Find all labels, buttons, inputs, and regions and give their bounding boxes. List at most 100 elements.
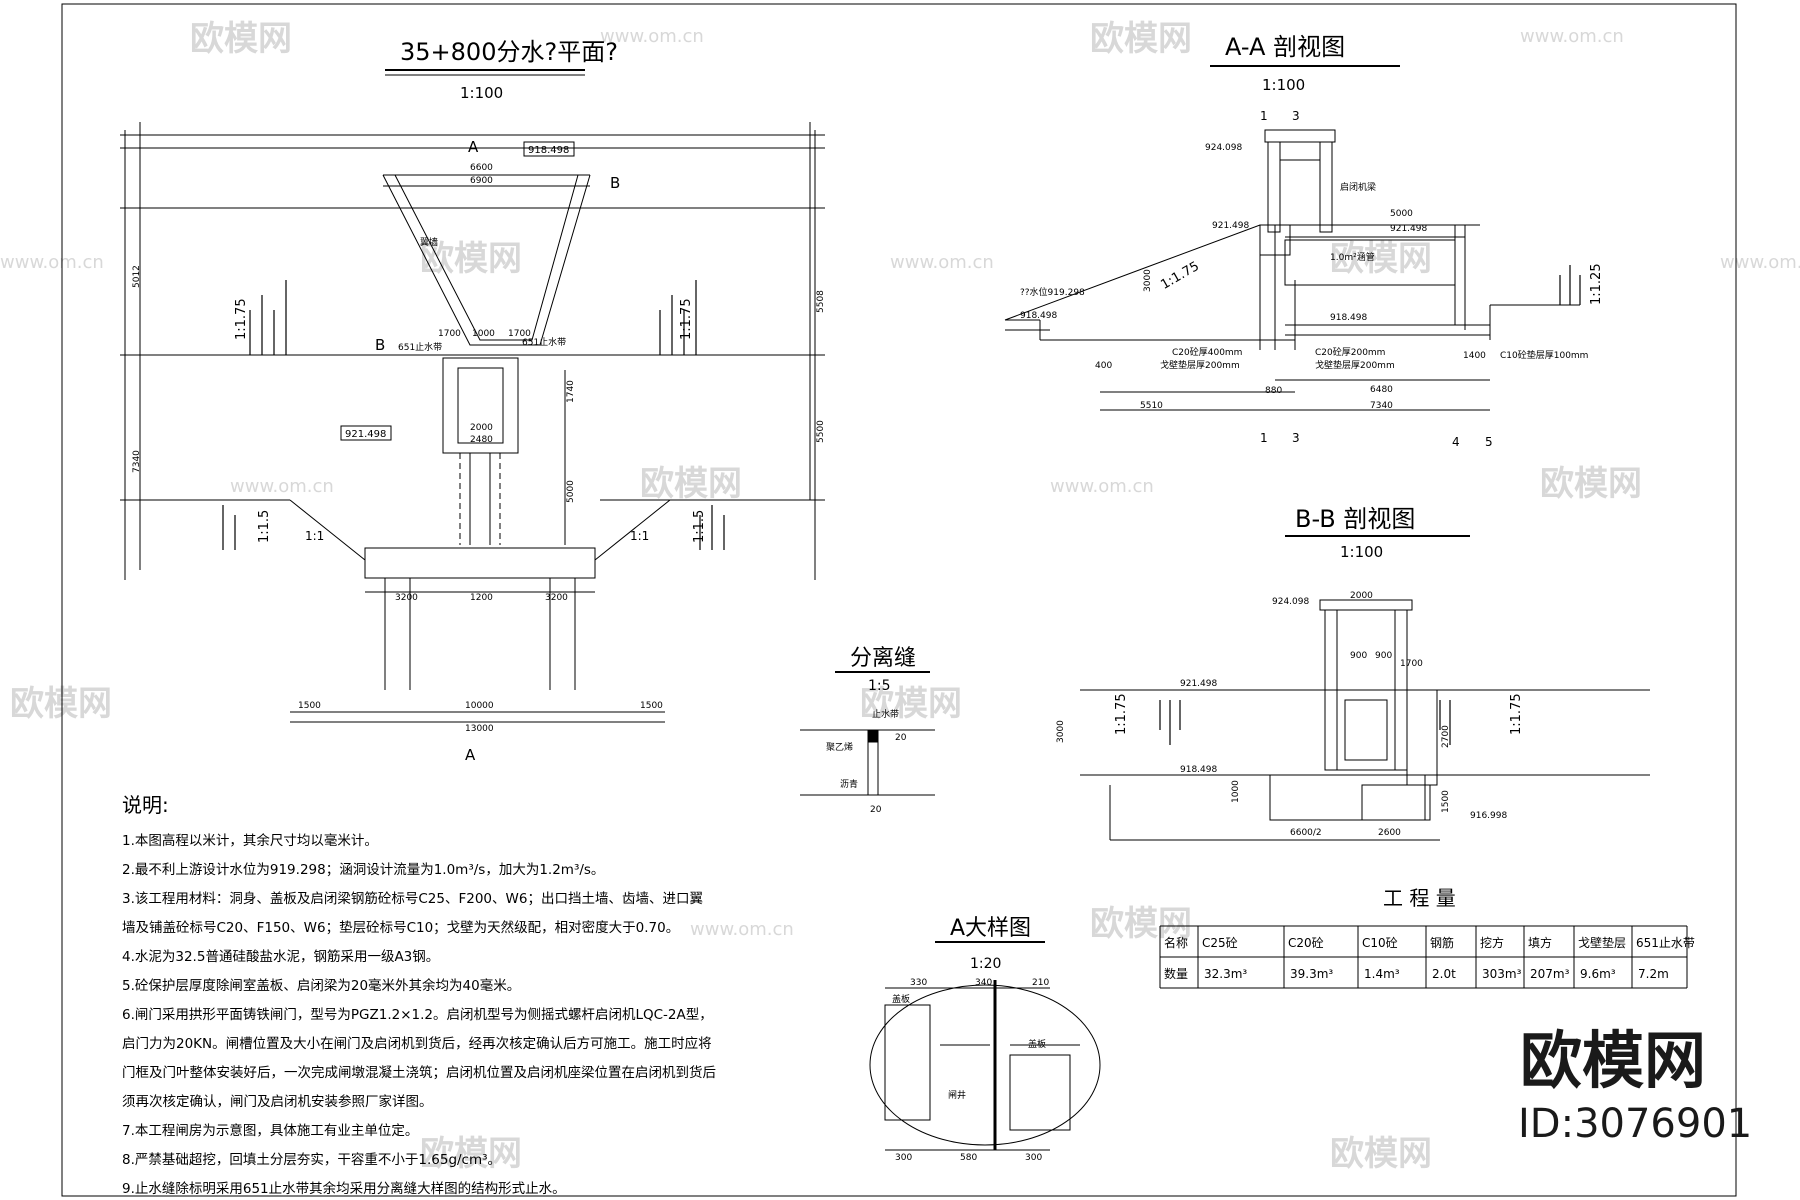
table-cell: 2.0t	[1432, 967, 1456, 981]
plan-elevation-floor: 921.498	[345, 429, 386, 440]
bb-d6600h: 6600/2	[1290, 828, 1322, 838]
aa-c20a2: 戈壁垫层厚200mm	[1160, 359, 1240, 371]
table-cell: 207m³	[1530, 967, 1570, 981]
notes-title: 说明:	[122, 793, 169, 817]
aa-c20b2: 戈壁垫层厚200mm	[1315, 359, 1395, 371]
section-bb-title: B-B 剖视图	[1295, 505, 1415, 533]
bb-d2600: 2600	[1378, 828, 1401, 838]
aa-cut-3: 3	[1292, 109, 1300, 123]
detail-a-scale: 1:20	[970, 956, 1001, 972]
note-line: 4.水泥为32.5普通硅酸盐水泥，钢筋采用一级A3钢。	[122, 948, 439, 965]
quantities-title: 工 程 量	[1383, 886, 1456, 910]
watermark-brand: 欧模网	[1090, 904, 1192, 944]
aa-el-921b: 921.498	[1390, 224, 1427, 234]
dim-7340: 7340	[132, 450, 142, 473]
joint-d20b: 20	[870, 805, 882, 815]
watermark-brand: 欧模网	[860, 684, 962, 724]
aa-d5510: 5510	[1140, 401, 1163, 411]
note-line: 门框及门叶整体安装好后，一次完成闸墩混凝土浇筑；启闭机位置及启闭机座梁位置在启闭…	[122, 1064, 716, 1081]
watermark-site: www.om.cn	[0, 252, 104, 273]
plan-wing-label: 翼墙	[420, 236, 438, 248]
bb-el-916: 916.998	[1470, 811, 1507, 821]
dim-1500a: 1500	[298, 701, 321, 711]
watermark-brand: 欧模网	[420, 1134, 522, 1174]
section-aa-scale: 1:100	[1262, 76, 1305, 94]
plan-stop-left: 651止水带	[398, 341, 442, 353]
detail-a-d300b: 300	[1025, 1153, 1042, 1163]
joint-label-mid: 聚乙烯	[826, 741, 853, 753]
plan-section-a-bottom: A	[465, 746, 476, 764]
watermark-brand: 欧模网	[640, 464, 742, 504]
table-header-cell: 戈壁垫层	[1578, 935, 1626, 950]
dim-5000: 5000	[566, 480, 576, 503]
plan-elevation-top: 918.498	[528, 145, 569, 156]
table-header-cell: 填方	[1528, 935, 1552, 950]
watermark-site: www.om.cn	[600, 26, 704, 47]
table-cell: 7.2m	[1638, 967, 1669, 981]
detail-a-d300a: 300	[895, 1153, 912, 1163]
table-header-cell: C25砼	[1202, 936, 1238, 950]
aa-c10: C10砼垫层厚100mm	[1500, 349, 1588, 361]
plan-slope-left: 1:1.75	[234, 298, 249, 340]
note-line: 9.止水缝除标明采用651止水带其余均采用分离缝大样图的结构形式止水。	[122, 1180, 566, 1197]
detail-a-d330: 330	[910, 978, 927, 988]
table-header-cell: 651止水带	[1636, 936, 1695, 950]
dim-2000: 2000	[470, 423, 493, 433]
section-aa-title: A-A 剖视图	[1225, 33, 1345, 61]
detail-a-label-center: 闸井	[948, 1089, 966, 1101]
dim-1000: 1000	[472, 329, 495, 339]
dim-5508: 5508	[816, 290, 826, 313]
note-line: 须再次核定确认，闸门及启闭机安装参照厂家详图。	[122, 1093, 433, 1110]
dim-6600: 6600	[470, 163, 493, 173]
bb-d900b: 900	[1375, 651, 1392, 661]
watermark-site: www.om.cn	[1520, 26, 1624, 47]
watermark-brand: 欧模网	[1090, 19, 1192, 59]
aa-d880: 880	[1265, 386, 1282, 396]
dim-6900: 6900	[470, 176, 493, 186]
detail-a-d210: 210	[1032, 978, 1049, 988]
aa-d5000: 5000	[1390, 209, 1413, 219]
notes-section: 说明: 1.本图高程以米计，其余尺寸均以毫米计。2.最不利上游设计水位为919.…	[122, 793, 716, 1197]
aa-cut-4: 4	[1452, 435, 1460, 449]
aa-cut-3b: 3	[1292, 431, 1300, 445]
dim-3200b: 3200	[545, 593, 568, 603]
detail-a-label-left: 盖板	[892, 993, 910, 1005]
detail-a-d580: 580	[960, 1153, 977, 1163]
note-line: 3.该工程用材料：洞身、盖板及启闭梁钢筋砼标号C25、F200、W6；出口挡土墙…	[122, 890, 703, 907]
plan-slope-right: 1:1.75	[679, 298, 694, 340]
note-line: 1.本图高程以米计，其余尺寸均以毫米计。	[122, 832, 378, 849]
bb-d2700: 2700	[1441, 725, 1451, 748]
table-cell: 39.3m³	[1290, 967, 1333, 981]
aa-d6480: 6480	[1370, 385, 1393, 395]
plan-slope-low-left: 1:1.5	[257, 510, 272, 543]
detail-a: A大样图 1:20 330 340 210 300 580 300 盖板 盖板 …	[869, 916, 1101, 1163]
bb-d900a: 900	[1350, 651, 1367, 661]
note-line: 5.砼保护层厚度除闸室盖板、启闭梁为20毫米外其余均为40毫米。	[122, 977, 520, 994]
watermark-brand: 欧模网	[10, 684, 112, 724]
bb-slope-l: 1:1.75	[1114, 693, 1129, 735]
bb-el-924: 924.098	[1272, 597, 1309, 607]
plan-title: 35+800分水?平面?	[400, 38, 618, 66]
section-aa: A-A 剖视图 1:100 92	[1004, 33, 1604, 449]
plan-slope-small-left: 1:1	[305, 529, 324, 543]
table-cell: 1.4m³	[1364, 967, 1400, 981]
plan-slope-small-right: 1:1	[630, 529, 649, 543]
table-header-cell: 钢筋	[1430, 935, 1454, 950]
bb-el-918: 918.498	[1180, 765, 1217, 775]
watermark-brand: 欧模网	[1540, 464, 1642, 504]
plan-section-a-top: A	[468, 138, 479, 156]
aa-slope: 1:1.75	[1158, 259, 1202, 293]
aa-el-918: 918.498	[1330, 313, 1367, 323]
aa-d400: 400	[1095, 361, 1112, 371]
table-header-cell: C20砼	[1288, 936, 1324, 950]
aa-pipe: 1.0m²涵管	[1330, 251, 1375, 263]
joint-scale: 1:5	[868, 678, 891, 694]
detail-a-d340: 340	[975, 978, 992, 988]
joint-title: 分离缝	[850, 646, 916, 671]
table-header-cell: 挖方	[1480, 935, 1504, 950]
bb-d3000: 3000	[1056, 720, 1066, 743]
aa-cut-1b: 1	[1260, 431, 1268, 445]
plan-section-b-left: B	[375, 336, 385, 354]
